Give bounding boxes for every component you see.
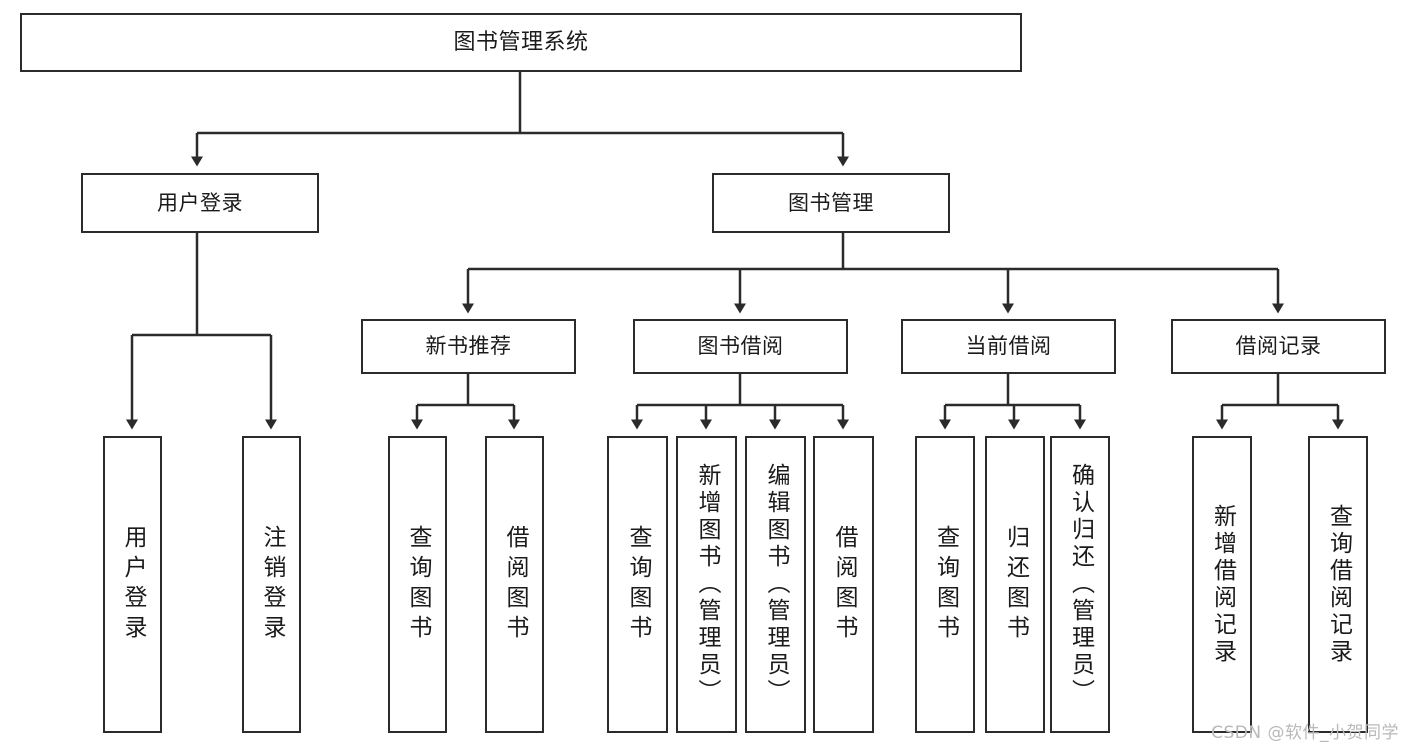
node-leaf-logout-label: 注销登录 [259,524,285,645]
node-leaf-borrow-book-1-label: 借阅图书 [502,524,528,645]
node-leaf-query-book-1-label: 查询图书 [405,524,431,645]
node-leaf-query-record[interactable]: 查询借阅记录 [1308,436,1368,733]
node-leaf-add-record[interactable]: 新增借阅记录 [1192,436,1252,733]
node-book-manage-label: 图书管理 [788,190,874,215]
node-current-borrow-label: 当前借阅 [965,334,1052,359]
node-leaf-query-book-1[interactable]: 查询图书 [388,436,447,733]
node-leaf-return-book-label: 归还图书 [1002,524,1029,645]
node-new-book-recommend-label: 新书推荐 [425,334,512,359]
node-current-borrow[interactable]: 当前借阅 [901,319,1116,374]
node-root-label: 图书管理系统 [453,29,589,55]
node-root[interactable]: 图书管理系统 [20,13,1022,72]
node-leaf-borrow-book-2-label: 借阅图书 [831,524,857,645]
node-leaf-user-login-label: 用户登录 [120,524,146,645]
node-leaf-confirm-return[interactable]: 确认归还（管理员） [1050,436,1110,733]
node-leaf-edit-book-label: 编辑图书（管理员） [763,463,789,706]
node-leaf-logout[interactable]: 注销登录 [242,436,301,733]
node-leaf-edit-book[interactable]: 编辑图书（管理员） [745,436,806,733]
node-book-manage[interactable]: 图书管理 [712,173,950,233]
node-user-login-label: 用户登录 [157,190,243,215]
node-leaf-add-record-label: 新增借阅记录 [1209,503,1236,666]
node-leaf-query-book-3[interactable]: 查询图书 [915,436,975,733]
node-leaf-user-login[interactable]: 用户登录 [103,436,162,733]
node-leaf-add-book-label: 新增图书（管理员） [694,463,720,706]
node-leaf-return-book[interactable]: 归还图书 [985,436,1045,733]
node-new-book-recommend[interactable]: 新书推荐 [361,319,576,374]
node-leaf-query-book-2-label: 查询图书 [625,524,651,645]
node-leaf-borrow-book-2[interactable]: 借阅图书 [813,436,874,733]
node-leaf-query-record-label: 查询借阅记录 [1325,503,1352,666]
node-borrow-record[interactable]: 借阅记录 [1171,319,1386,374]
node-leaf-add-book[interactable]: 新增图书（管理员） [676,436,737,733]
node-book-borrow-label: 图书借阅 [697,334,784,359]
node-leaf-query-book-3-label: 查询图书 [932,524,959,645]
node-leaf-confirm-return-label: 确认归还（管理员） [1067,463,1094,706]
node-user-login[interactable]: 用户登录 [81,173,319,233]
node-leaf-borrow-book-1[interactable]: 借阅图书 [485,436,544,733]
node-leaf-query-book-2[interactable]: 查询图书 [607,436,668,733]
watermark: CSDN @软件_小贺同学 [1211,723,1399,743]
node-book-borrow[interactable]: 图书借阅 [633,319,848,374]
node-borrow-record-label: 借阅记录 [1235,334,1322,359]
